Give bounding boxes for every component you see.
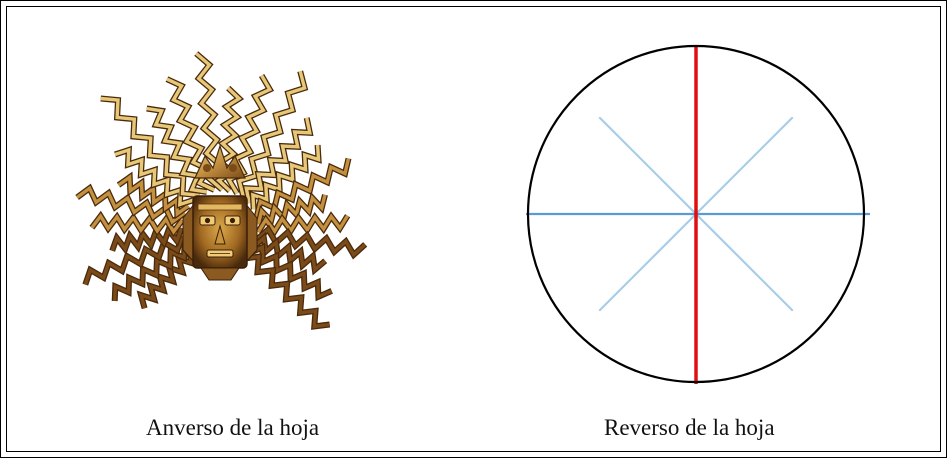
zigzag-ray <box>90 213 184 235</box>
zigzag-ray <box>243 254 330 329</box>
reverse-panel: Reverso de la hoja <box>440 0 947 458</box>
zigzag-rays <box>75 51 368 330</box>
obverse-caption: Anverso de la hoja <box>146 415 320 440</box>
zigzag-ray <box>244 117 312 204</box>
outer-circle <box>526 44 866 384</box>
zigzag-ray <box>113 243 187 302</box>
zigzag-ray <box>252 234 327 274</box>
zigzag-ray <box>256 194 327 225</box>
zigzag-ray <box>100 96 200 197</box>
zigzag-ray <box>117 174 190 217</box>
mask-face <box>182 144 258 281</box>
inner-frame-border <box>6 6 941 452</box>
zigzag-ray <box>110 226 184 253</box>
zigzag-ray <box>237 70 307 199</box>
obverse-panel: Anverso de la hoja <box>0 0 440 458</box>
zigzag-ray <box>248 244 333 300</box>
circle-division-diagram <box>526 44 870 384</box>
zigzag-ray <box>251 144 321 210</box>
zigzag-ray <box>138 249 195 309</box>
zigzag-ray <box>256 213 350 235</box>
golden-sun-mask-icon <box>75 51 368 330</box>
reverse-caption: Reverso de la hoja <box>604 415 775 440</box>
